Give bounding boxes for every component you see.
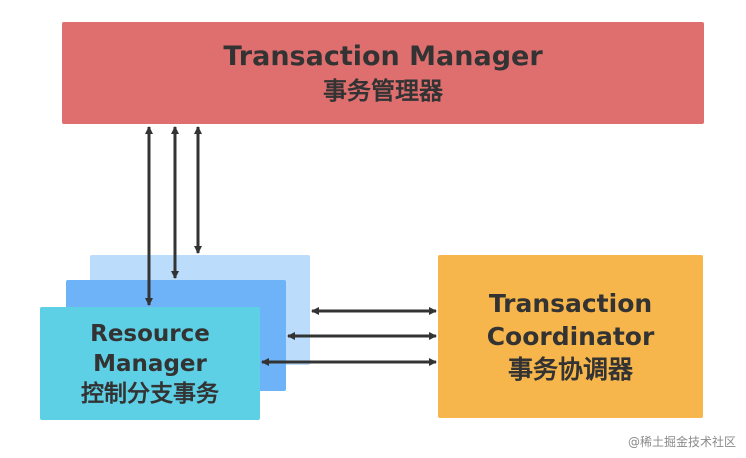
transaction-coordinator-box: Transaction Coordinator 事务协调器 xyxy=(438,255,703,418)
watermark: @稀土掘金技术社区 xyxy=(627,435,736,449)
transaction-manager-title-zh: 事务管理器 xyxy=(323,77,443,105)
resource-manager-box: Resource Manager 控制分支事务 xyxy=(40,307,260,420)
resource-manager-line1: Resource xyxy=(90,320,210,347)
transaction-coordinator-line2: Coordinator xyxy=(486,322,655,351)
transaction-coordinator-line1: Transaction xyxy=(488,289,653,318)
resource-manager-line2: Manager xyxy=(93,350,207,377)
transaction-manager-box: Transaction Manager 事务管理器 xyxy=(62,22,704,124)
resource-manager-line3: 控制分支事务 xyxy=(81,380,219,407)
transaction-coordinator-line3: 事务协调器 xyxy=(507,355,633,384)
transaction-manager-title-en: Transaction Manager xyxy=(223,41,543,72)
